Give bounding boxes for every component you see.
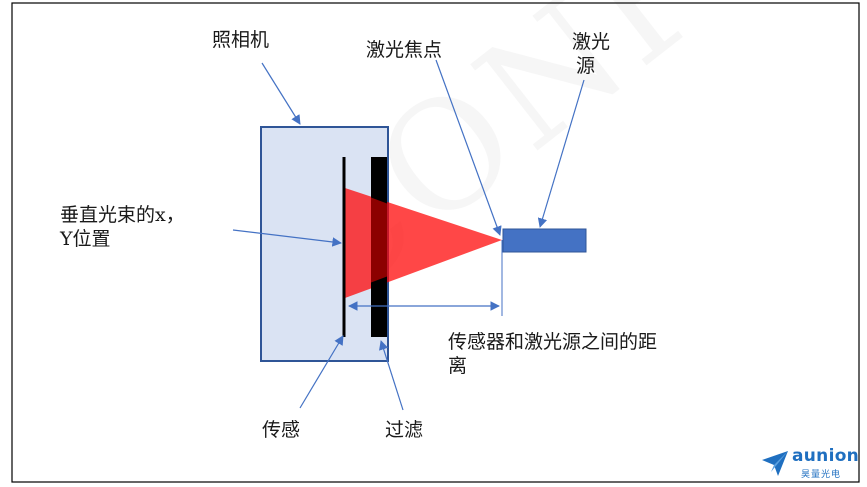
paper-plane-icon bbox=[762, 451, 788, 476]
laser-source bbox=[502, 228, 587, 253]
slide-frame bbox=[11, 2, 860, 483]
laser-focus-label: 激光焦点 bbox=[366, 39, 443, 61]
distance-label-line1: 传感器和激光源之间的距 bbox=[448, 331, 658, 353]
beam-position-label-line1: 垂直光束的x， bbox=[60, 204, 185, 226]
laser-source-arrow bbox=[537, 79, 585, 228]
camera-label: 照相机 bbox=[212, 29, 270, 51]
sensor-arrow bbox=[299, 335, 344, 409]
camera-arrow bbox=[261, 62, 301, 125]
logo-brand-text: aunion bbox=[792, 446, 860, 466]
beam-position-label-line2: Y位置 bbox=[60, 228, 111, 250]
logo-sub-text: 昊量光电 bbox=[801, 470, 842, 480]
sensor-label: 传感 bbox=[262, 419, 301, 441]
beam-through-filter bbox=[371, 197, 387, 283]
filter-arrow bbox=[379, 340, 404, 411]
laser-beam-cone bbox=[345, 188, 502, 298]
distance-label-line2: 离 bbox=[448, 355, 468, 377]
laser-source-label-line2: 源 bbox=[576, 55, 596, 77]
laser-source-label: 激光 源 bbox=[572, 30, 610, 78]
beam-position-label: 垂直光束的x， Y位置 bbox=[60, 203, 185, 251]
filter-label: 过滤 bbox=[385, 419, 424, 441]
company-logo: aunion 昊量光电 bbox=[760, 446, 860, 480]
distance-label: 传感器和激光源之间的距 离 bbox=[448, 330, 657, 378]
beam-position-arrow bbox=[232, 229, 342, 247]
laser-source-label-line1: 激光 bbox=[572, 31, 611, 53]
laser-focus-arrow bbox=[435, 59, 502, 236]
